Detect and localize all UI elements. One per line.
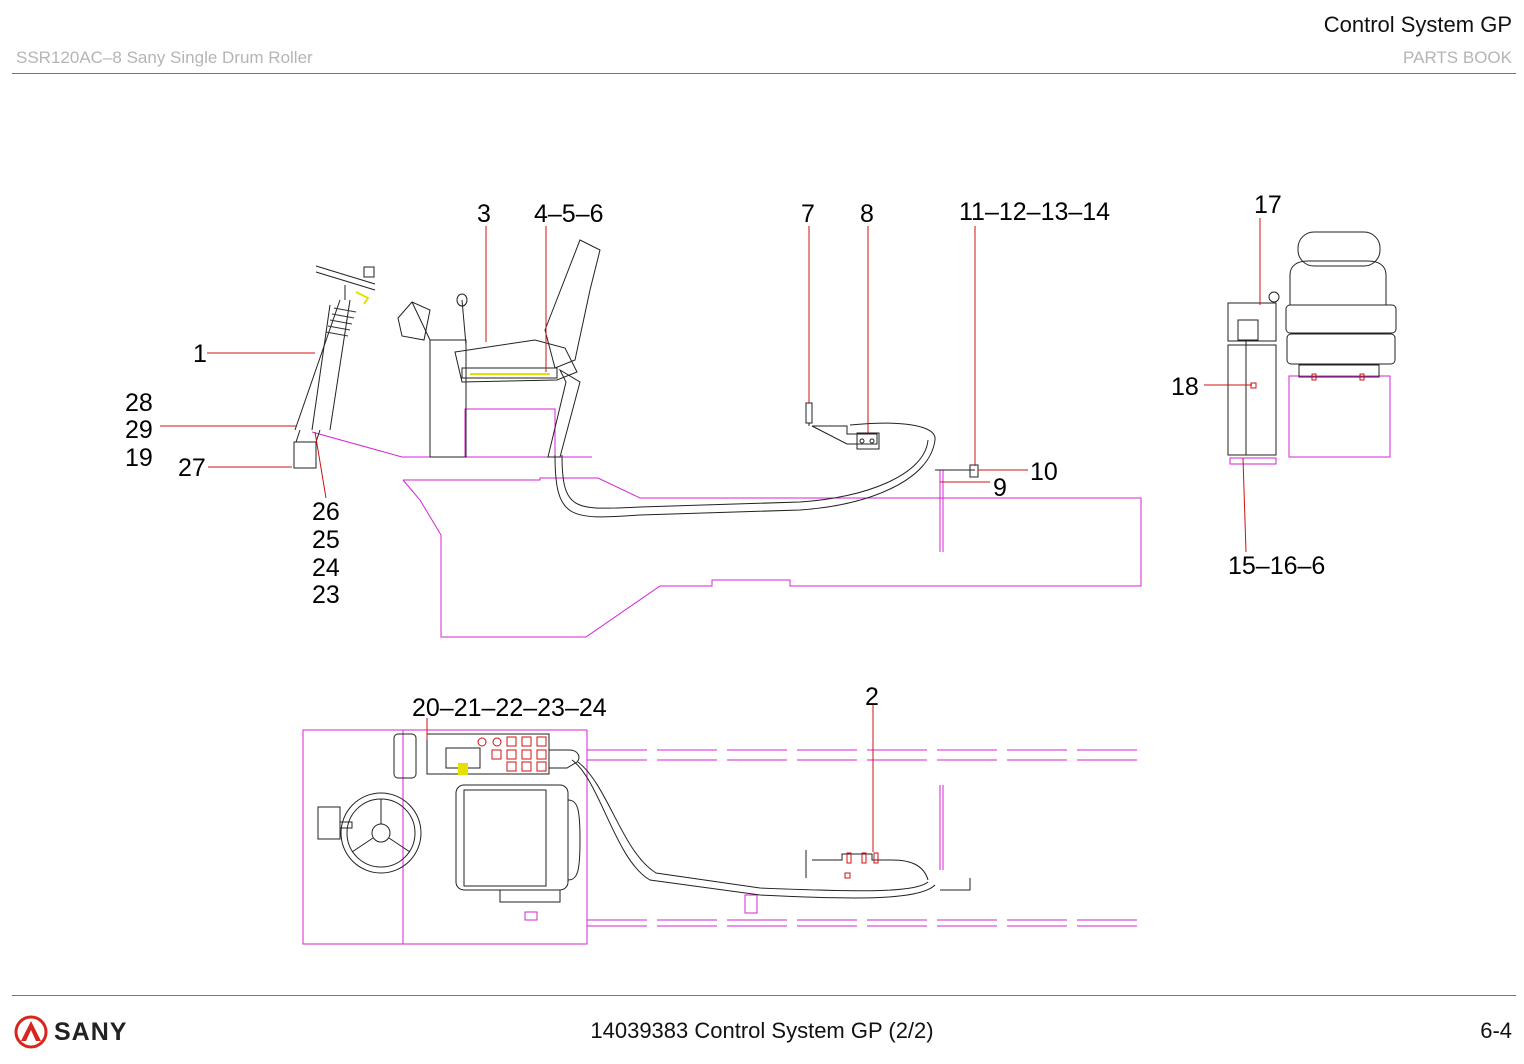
callout-11-12-13-14: 11–12–13–14 xyxy=(959,198,1110,226)
callout-29: 29 xyxy=(125,416,153,444)
top-view xyxy=(302,729,1141,945)
callout-4-5-6: 4–5–6 xyxy=(534,200,604,228)
callout-25: 25 xyxy=(312,526,340,554)
console-buttons xyxy=(477,736,879,879)
console xyxy=(397,293,468,458)
callout-19: 19 xyxy=(125,444,153,472)
callout-7: 7 xyxy=(801,200,815,228)
side-view xyxy=(293,239,1142,638)
seat-detail-view xyxy=(1227,231,1397,465)
chassis-frame xyxy=(311,408,1142,638)
callout-1: 1 xyxy=(193,340,207,368)
operator-seat-side xyxy=(454,239,601,458)
header-rule xyxy=(12,73,1516,74)
callout-23: 23 xyxy=(312,581,340,609)
sany-logo-icon xyxy=(14,1015,48,1049)
footer-rule xyxy=(12,995,1516,996)
page-number: 6-4 xyxy=(1480,1018,1512,1043)
page-title: Control System GP xyxy=(1323,12,1512,37)
callouts: 1 3 4–5–6 7 8 11–12–13–14 10 9 17 18 15–… xyxy=(125,191,1325,722)
model-name: SSR120AC–8 Sany Single Drum Roller xyxy=(16,48,313,67)
parts-diagram: 1 3 4–5–6 7 8 11–12–13–14 10 9 17 18 15–… xyxy=(125,191,1397,945)
steering-column xyxy=(293,265,376,469)
callout-24: 24 xyxy=(312,554,340,582)
drawing-caption: 14039383 Control System GP (2/2) xyxy=(590,1018,934,1043)
callout-20-21-22-23-24: 20–21–22–23–24 xyxy=(412,694,607,722)
callout-2: 2 xyxy=(865,683,879,711)
book-name: PARTS BOOK xyxy=(1403,48,1512,67)
callout-8: 8 xyxy=(860,200,874,228)
sany-logo-text: SANY xyxy=(54,1017,128,1046)
callout-27: 27 xyxy=(178,454,206,482)
callout-9: 9 xyxy=(993,474,1007,502)
callout-3: 3 xyxy=(477,200,491,228)
callout-17: 17 xyxy=(1254,191,1282,219)
callout-28: 28 xyxy=(125,389,153,417)
callout-10: 10 xyxy=(1030,458,1058,486)
console-highlight xyxy=(458,763,468,775)
callout-18: 18 xyxy=(1171,373,1199,401)
leader-lines xyxy=(160,218,1261,852)
hose-run xyxy=(554,422,979,518)
callout-26: 26 xyxy=(312,498,340,526)
steering-highlight xyxy=(355,291,370,305)
sany-logo: SANY xyxy=(14,1014,127,1050)
callout-15-16-6: 15–16–6 xyxy=(1228,552,1325,580)
